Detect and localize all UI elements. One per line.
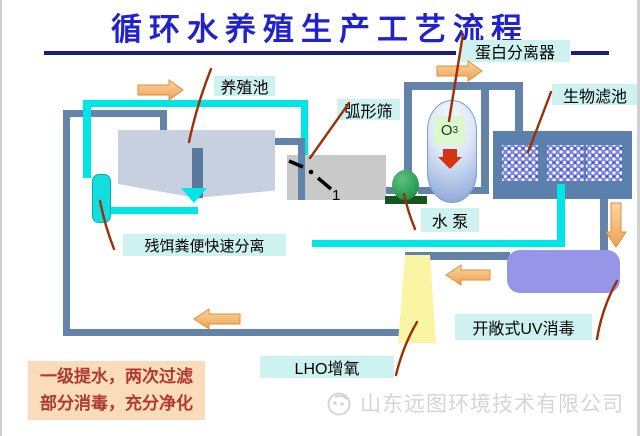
- watermark-text: 山东远图环境技术有限公司: [360, 393, 624, 416]
- pipe-inlet-top: [63, 110, 167, 117]
- label-lho: LHO增氧: [260, 356, 394, 378]
- label-biofilter: 生物滤池: [552, 84, 638, 106]
- flow-arrow-right-top-left: [137, 79, 184, 101]
- waste-separator-box: [92, 174, 111, 223]
- label-pond: 养殖池: [214, 76, 275, 97]
- label-waste-separation: 残饵粪便快速分离: [123, 234, 286, 256]
- cyan-pipe-filter-outlet: [557, 184, 565, 244]
- pipe-uv-to-lho: [405, 252, 510, 260]
- cyan-pipe-right-riser: [301, 100, 308, 156]
- title-underline-left: [44, 51, 456, 55]
- label-uv: 开敞式UV消毒: [455, 314, 592, 340]
- flow-arrow-left-bottom: [193, 308, 241, 330]
- cyan-pipe-mid: [312, 240, 565, 247]
- summary-box: 一级提水，两次过滤 部分消毒，充分净化: [28, 361, 205, 420]
- pond-divider: [192, 148, 203, 198]
- watermark: 山东远图环境技术有限公司: [326, 388, 624, 418]
- ozone-symbol: O: [440, 122, 453, 139]
- biofilter-media-1: [502, 145, 538, 181]
- pipe-separator-riser: [481, 90, 489, 192]
- flow-arrow-right-separator: [436, 60, 483, 82]
- slide-border-right: [637, 0, 640, 436]
- flow-arrow-left-uv: [445, 264, 491, 286]
- pipe-pond-outlet: [275, 138, 306, 145]
- pipe-to-biofilter: [515, 90, 523, 142]
- title-underline-right: [571, 51, 609, 55]
- summary-line-1: 一级提水，两次过滤: [40, 367, 193, 387]
- pipe-return-bottom: [63, 329, 406, 336]
- pipe-pump-riser: [404, 90, 412, 176]
- summary-line-2: 部分消毒，充分净化: [40, 393, 193, 413]
- label-arc-screen: 弧形筛: [337, 99, 400, 121]
- label-pump: 水 泵: [421, 208, 479, 232]
- pipe-top-manifold: [404, 82, 523, 90]
- flow-arrow-down-right: [605, 202, 627, 248]
- cyan-pipe-top: [83, 100, 308, 107]
- cyan-pipe-left-riser: [83, 100, 91, 178]
- pipe-screen-standpipe: [298, 138, 305, 200]
- pipe-biofilter-to-uv: [600, 197, 608, 251]
- pump-body: [392, 170, 419, 200]
- label-protein-separator: 蛋白分离器: [460, 40, 570, 62]
- pipe-return-left: [63, 110, 70, 336]
- company-logo-icon: [327, 392, 351, 415]
- ozone-subscript: 3: [452, 125, 459, 136]
- biofilter-media-3: [586, 145, 622, 181]
- slide-border-left: [0, 0, 2, 436]
- cyan-pipe-drain: [98, 207, 198, 214]
- uv-disinfection-box: [507, 250, 620, 293]
- biofilter-media-2: [547, 145, 584, 181]
